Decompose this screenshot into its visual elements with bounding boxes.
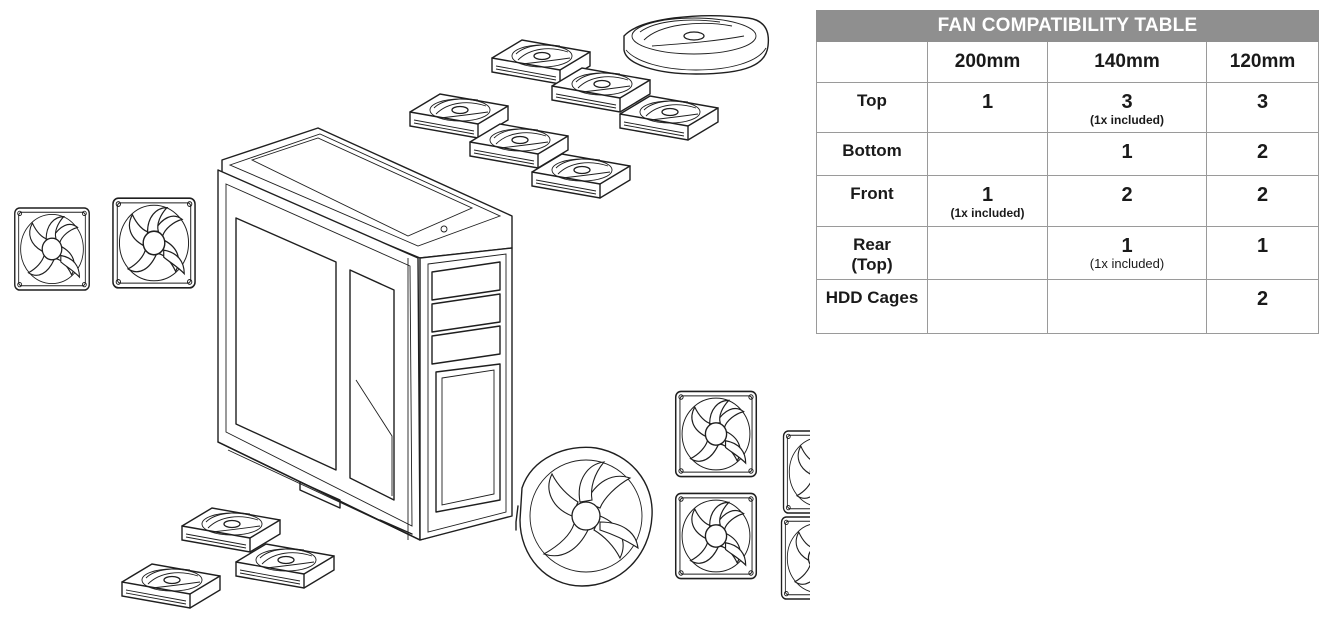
cell-value: 3	[1256, 91, 1269, 113]
cell-bottom-200mm	[927, 132, 1048, 176]
table-row-rear-top: Rear(Top) 1(1x included) 1	[816, 226, 1319, 280]
fan-icon	[121, 563, 221, 609]
fan-icon	[674, 390, 758, 478]
case-and-fans-illustration	[14, 15, 810, 609]
cell-bottom-120mm: 2	[1206, 132, 1319, 176]
cell-value: 1	[1121, 235, 1133, 257]
cell-value: 3	[1121, 91, 1133, 113]
cell-front-120mm: 2	[1206, 175, 1319, 227]
header-200mm: 200mm	[927, 41, 1048, 83]
row-label-line: Rear	[853, 235, 891, 254]
fan-icon	[782, 430, 810, 514]
fan-icon	[112, 197, 196, 289]
header-empty-cell	[816, 41, 928, 83]
fan-compatibility-table: FAN COMPATIBILITY TABLE 200mm 140mm 120m…	[816, 10, 1319, 334]
fan-icon	[515, 446, 653, 587]
cell-value: 1	[1121, 141, 1133, 163]
table-title: FAN COMPATIBILITY TABLE	[816, 10, 1319, 42]
row-label-hdd-cages: HDD Cages	[816, 279, 928, 334]
cell-top-200mm: 1	[927, 82, 1048, 133]
row-label-front: Front	[816, 175, 928, 227]
header-140mm: 140mm	[1047, 41, 1207, 83]
cell-note: (1x included)	[1089, 256, 1165, 271]
cell-rear-140mm: 1(1x included)	[1047, 226, 1207, 280]
cell-hdd-200mm	[927, 279, 1048, 334]
table-header-row: 200mm 140mm 120mm	[816, 41, 1319, 83]
table-title-row: FAN COMPATIBILITY TABLE	[816, 10, 1319, 42]
cell-hdd-140mm	[1047, 279, 1207, 334]
cell-note: (1x included)	[950, 206, 1025, 220]
cell-value: 1	[981, 184, 994, 206]
row-label-bottom: Bottom	[816, 132, 928, 176]
row-label-top: Top	[816, 82, 928, 133]
cell-front-200mm: 1(1x included)	[927, 175, 1048, 227]
cell-value: 2	[1121, 184, 1133, 206]
cell-value: 2	[1256, 141, 1269, 163]
cell-top-120mm: 3	[1206, 82, 1319, 133]
table-row-front: Front 1(1x included) 2 2	[816, 175, 1319, 227]
header-120mm: 120mm	[1206, 41, 1319, 83]
cell-front-140mm: 2	[1047, 175, 1207, 227]
table-row-bottom: Bottom 1 2	[816, 132, 1319, 176]
fan-icon	[674, 492, 758, 580]
table-row-top: Top 1 3(1x included) 3	[816, 82, 1319, 133]
cell-rear-200mm	[927, 226, 1048, 280]
cell-value: 2	[1256, 288, 1269, 310]
cell-bottom-140mm: 1	[1047, 132, 1207, 176]
pc-case-icon	[217, 127, 513, 541]
cell-note: (1x included)	[1089, 113, 1164, 127]
fan-icon	[623, 15, 770, 75]
row-label-rear-top: Rear(Top)	[816, 226, 928, 280]
cell-top-140mm: 3(1x included)	[1047, 82, 1207, 133]
cell-rear-120mm: 1	[1206, 226, 1319, 280]
cell-hdd-120mm: 2	[1206, 279, 1319, 334]
fan-icon	[780, 516, 810, 600]
cell-value: 1	[981, 91, 994, 113]
table-row-hdd-cages: HDD Cages 2	[816, 279, 1319, 334]
row-label-line: (Top)	[851, 255, 893, 274]
cell-value: 1	[1256, 235, 1269, 257]
fan-icon	[14, 207, 90, 291]
cell-value: 2	[1256, 184, 1269, 206]
